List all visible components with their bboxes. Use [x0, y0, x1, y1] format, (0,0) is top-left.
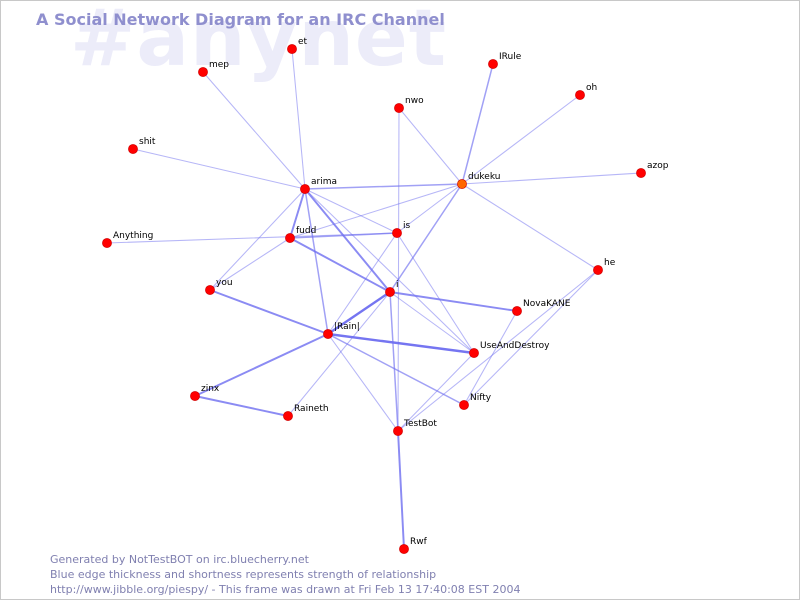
node-label-dukeku: dukeku — [468, 172, 500, 182]
edge-useanddestroy-testbot — [397, 352, 475, 432]
node-label-anything: Anything — [113, 231, 153, 241]
edge-arima-is — [304, 188, 398, 234]
edge-rain-useanddestroy — [326, 332, 476, 355]
node-testbot — [393, 426, 403, 436]
footer-legend-line: Blue edge thickness and shortness repres… — [50, 568, 437, 581]
node-label-novakane: NovaKANE — [523, 299, 571, 309]
edge-layer — [106, 48, 642, 550]
node-nwo — [394, 103, 404, 113]
edge-testbot-rwf — [397, 430, 405, 550]
edge-he-testbot — [397, 269, 599, 432]
edge-i-testbot — [389, 291, 399, 432]
edge-arima-you — [209, 188, 306, 291]
node-zinx — [190, 391, 200, 401]
edge-dukeku-i — [389, 183, 463, 293]
footer: Generated by NotTestBOT on irc.bluecherr… — [50, 552, 520, 597]
edge-is-useanddestroy — [396, 232, 475, 354]
node-rain — [323, 329, 333, 339]
node-label-nwo: nwo — [405, 96, 424, 106]
edge-i-raineth — [287, 291, 391, 417]
node-arima — [300, 184, 310, 194]
node-mep — [198, 67, 208, 77]
node-label-zinx: zinx — [201, 384, 220, 394]
edge-azop-dukeku — [461, 172, 642, 185]
node-layer — [102, 44, 646, 554]
edge-shit-arima — [132, 148, 306, 190]
edge-arima-rain — [304, 188, 329, 335]
node-rwf — [399, 544, 409, 554]
channel-watermark: #anynet — [70, 0, 448, 84]
diagram-title: A Social Network Diagram for an IRC Chan… — [36, 10, 445, 29]
node-et — [287, 44, 297, 54]
edge-oh-dukeku — [461, 94, 581, 185]
edge-arima-useanddestroy — [304, 188, 475, 354]
edge-novakane-nifty — [463, 310, 518, 406]
edge-irule-dukeku — [461, 63, 494, 185]
node-useanddestroy — [469, 348, 479, 358]
edge-dukeku-is — [396, 183, 463, 234]
node-label-is: is — [403, 221, 411, 231]
edge-arima-fudd — [289, 188, 306, 239]
edge-fudd-you — [209, 237, 291, 291]
edge-rain-nifty — [327, 333, 465, 406]
node-label-raineth: Raineth — [294, 404, 329, 414]
node-label-i: i — [396, 280, 399, 290]
edge-zinx-raineth — [194, 395, 289, 417]
edge-dukeku-he — [461, 183, 599, 271]
edge-i-novakane — [389, 291, 518, 312]
edge-fudd-i — [289, 237, 391, 293]
edge-is-rain — [327, 232, 398, 335]
node-anything — [102, 238, 112, 248]
edge-dukeku-fudd — [289, 183, 463, 239]
node-oh — [575, 90, 585, 100]
node-label-rwf: Rwf — [410, 537, 428, 547]
node-is — [392, 228, 402, 238]
node-label-testbot: TestBot — [403, 419, 437, 429]
node-label-fudd: fudd — [296, 226, 316, 236]
edge-arima-dukeku — [304, 183, 463, 190]
node-label-you: you — [216, 278, 233, 288]
edge-i-useanddestroy — [389, 291, 475, 354]
node-label-shit: shit — [139, 137, 156, 147]
node-label-et: et — [298, 37, 308, 47]
node-azop — [636, 168, 646, 178]
node-label-mep: mep — [209, 60, 229, 70]
node-label-useanddestroy: UseAndDestroy — [480, 341, 550, 351]
node-label-arima: arima — [311, 177, 337, 187]
node-you — [205, 285, 215, 295]
edge-you-rain — [209, 289, 329, 335]
edge-nwo-dukeku — [398, 107, 463, 185]
footer-generated-line: Generated by NotTestBOT on irc.bluecherr… — [50, 553, 309, 566]
edge-anything-is — [106, 232, 398, 244]
node-nifty — [459, 400, 469, 410]
node-irule — [488, 59, 498, 69]
node-label-irule: IRule — [499, 52, 522, 62]
edge-nwo-testbot — [397, 107, 400, 432]
edge-arima-i — [304, 188, 391, 293]
node-shit — [128, 144, 138, 154]
edge-mep-arima — [202, 71, 306, 190]
footer-url-line: http://www.jibble.org/piespy/ - This fra… — [50, 583, 521, 596]
edge-i-rain — [326, 290, 392, 336]
label-layer: et mep IRule oh nwo shit arima dukeku azop fudd is… — [113, 37, 669, 547]
node-i — [385, 287, 395, 297]
node-label-he: he — [604, 258, 616, 268]
node-fudd — [285, 233, 295, 243]
node-raineth — [283, 411, 293, 421]
node-dukeku — [457, 179, 467, 189]
node-he — [593, 265, 603, 275]
edge-rain-zinx — [194, 333, 329, 397]
node-novakane — [512, 306, 522, 316]
node-label-rain: |Rain| — [334, 322, 360, 332]
edge-et-arima — [291, 48, 306, 190]
node-label-azop: azop — [647, 161, 669, 171]
edge-he-nifty — [463, 269, 599, 406]
edge-rain-testbot — [327, 333, 399, 432]
node-label-oh: oh — [586, 83, 597, 93]
node-label-nifty: Nifty — [470, 393, 492, 403]
